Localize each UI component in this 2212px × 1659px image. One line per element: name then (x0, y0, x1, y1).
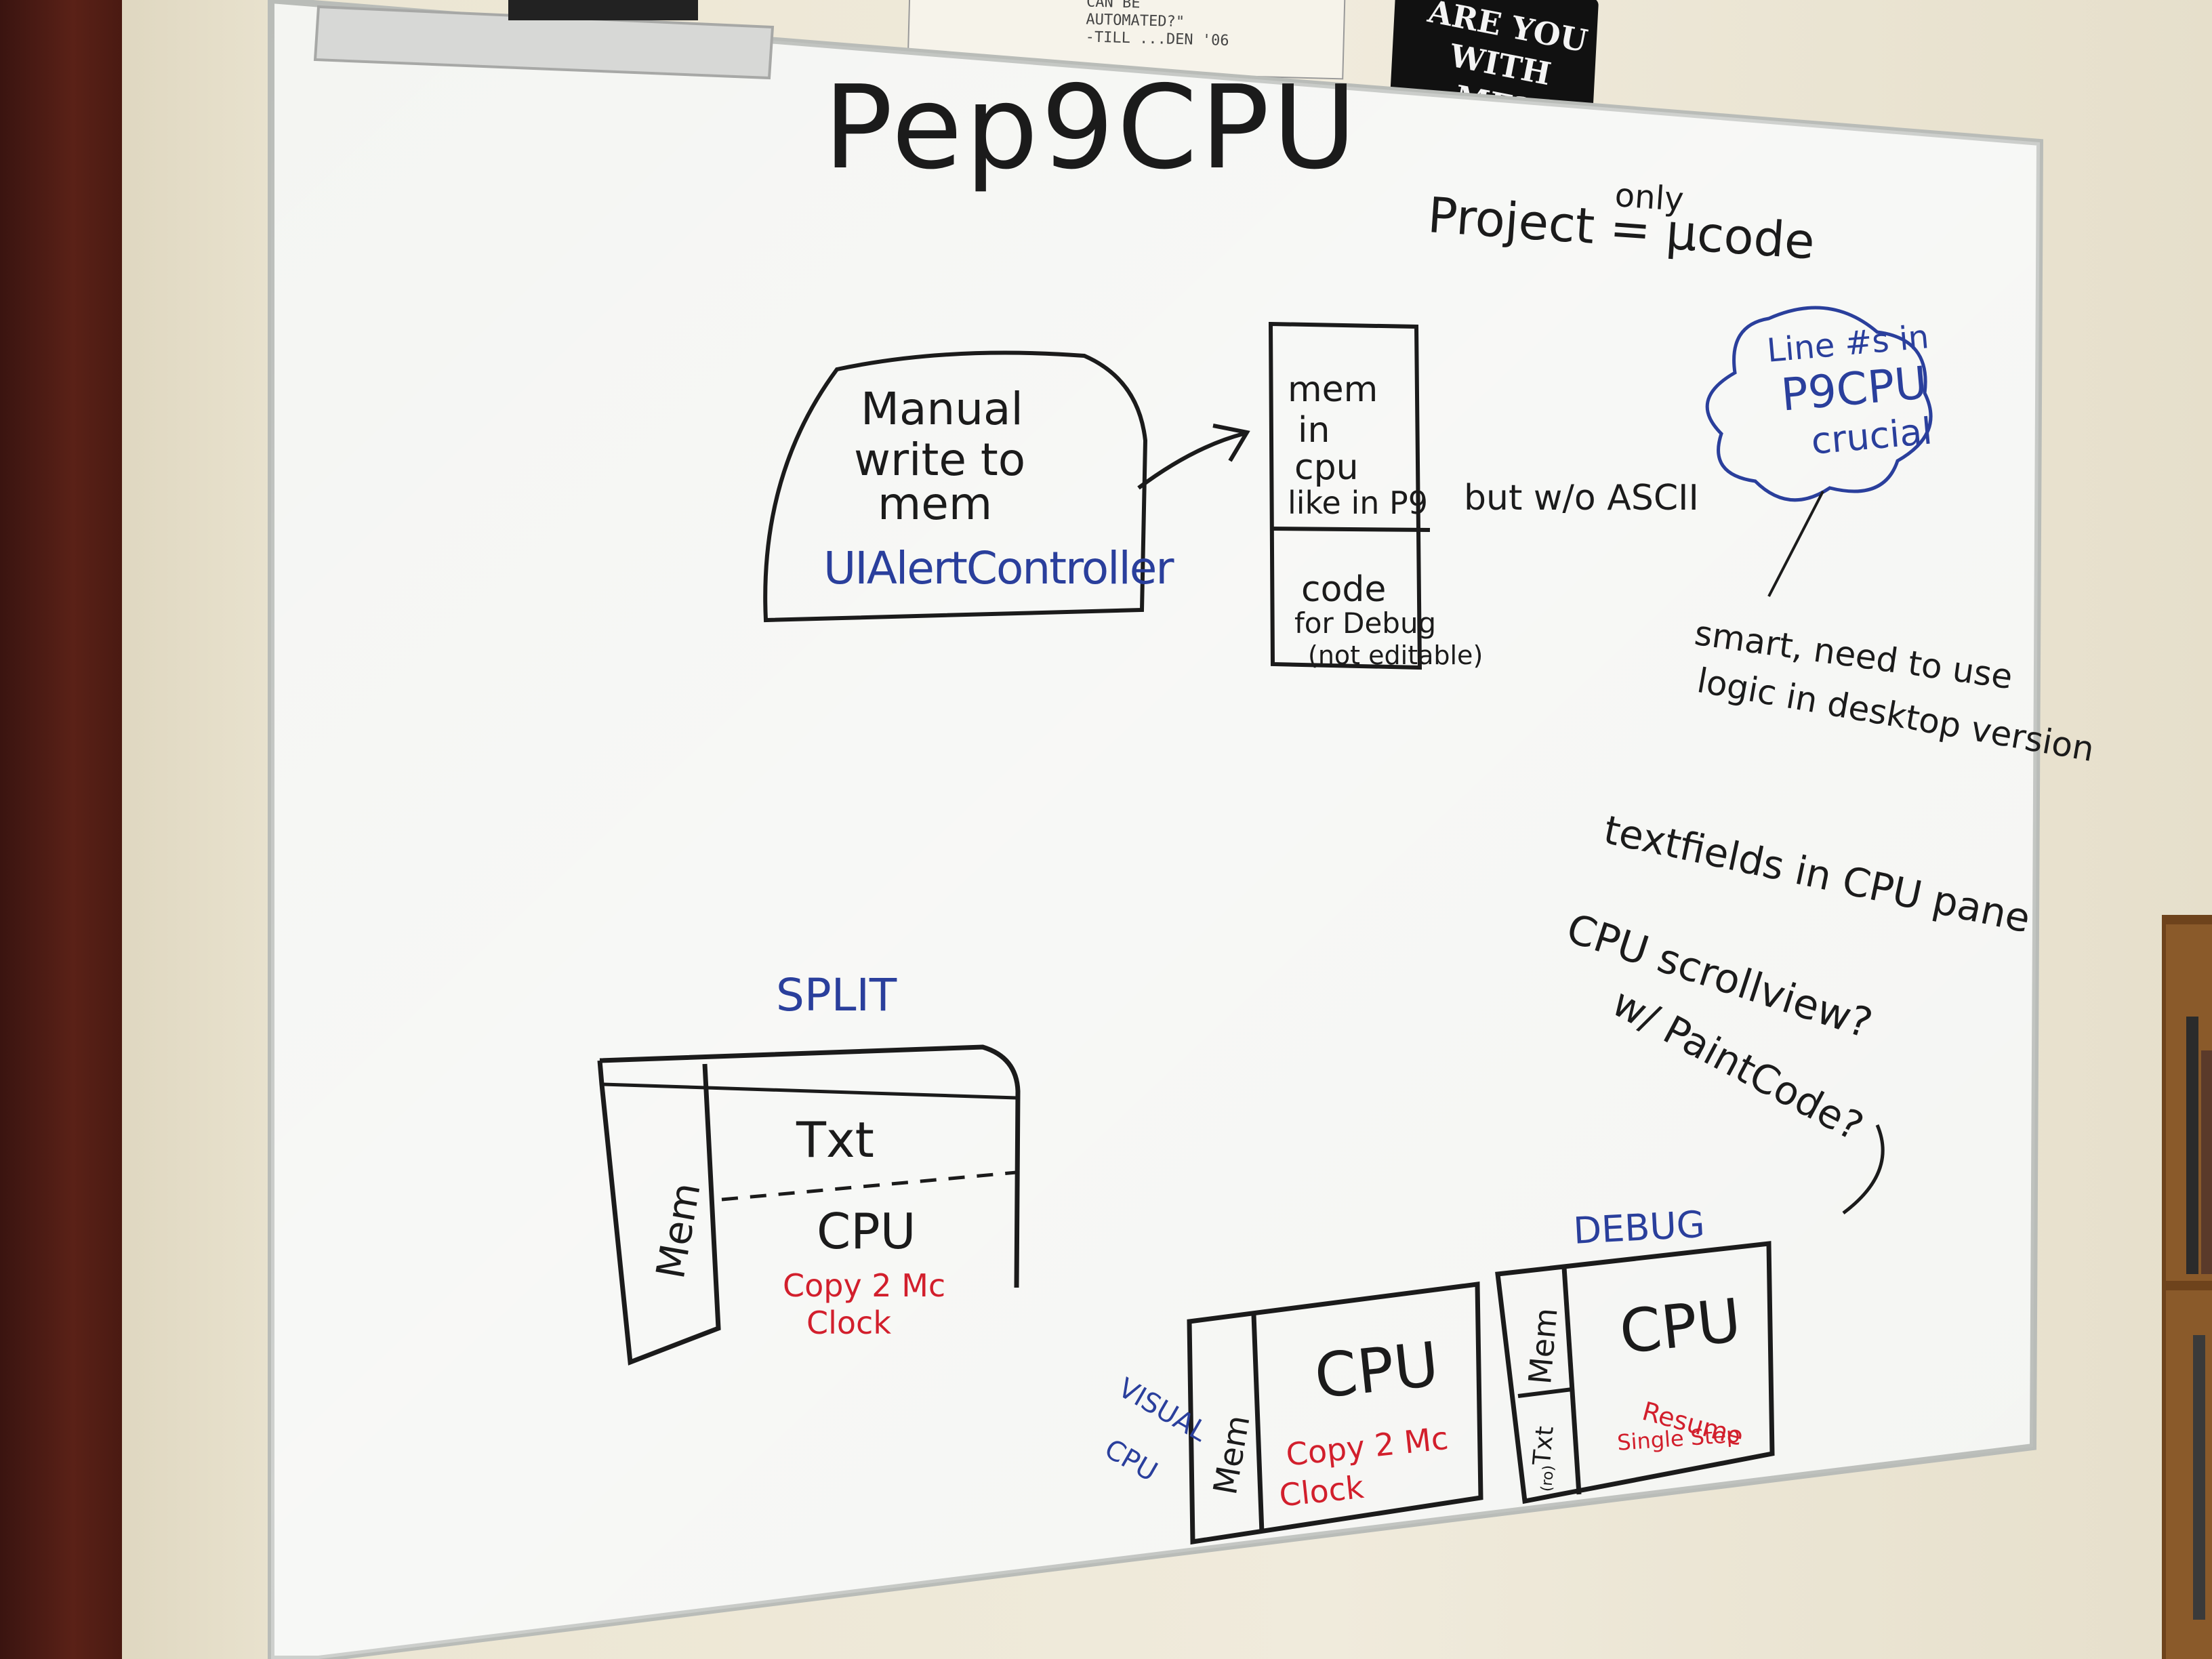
door-frame (0, 0, 122, 1659)
split-title-bar (602, 1082, 1017, 1100)
thought-cloud (1705, 306, 1933, 502)
ui-alert-controller-text: UIAlertController (823, 542, 1174, 594)
mem-line-2: in (1298, 410, 1330, 451)
debug-txt-divider (1517, 1387, 1573, 1398)
memory-column-divider (1271, 527, 1431, 532)
debug-divider (1561, 1267, 1582, 1495)
project-note-only: only (1614, 176, 1685, 219)
cloud-pointer-line (1767, 491, 1824, 597)
debug-cpu-label: CPU (1616, 1285, 1744, 1368)
split-mem-panel (597, 1060, 721, 1366)
split-dashed-divider (721, 1170, 1017, 1202)
visual-cpu-frame (1187, 1282, 1483, 1545)
code-line-2: for Debug (1294, 607, 1437, 640)
debug-mem-label: Mem (1521, 1306, 1565, 1386)
bracket-stroke (1842, 1124, 1885, 1214)
code-line-1: code (1301, 569, 1387, 610)
split-frame-top-right (599, 1044, 1021, 1288)
split-cpu-label: CPU (817, 1203, 916, 1260)
mem-side-note: but w/o ASCII (1464, 478, 1699, 518)
manual-line-1: Manual (861, 383, 1023, 435)
mem-line-4: like in P9 (1288, 485, 1429, 521)
visual-cpu-divider (1251, 1314, 1265, 1534)
arrow-head-icon (1212, 424, 1250, 462)
debug-label: DEBUG (1572, 1202, 1706, 1252)
shelf-plank (2166, 915, 2212, 924)
mem-line-3: cpu (1294, 447, 1359, 488)
manual-line-2: write to (854, 434, 1026, 486)
book (2201, 1050, 2212, 1274)
arrow-line (1137, 432, 1244, 490)
split-label: SPLIT (776, 969, 897, 1021)
book (2193, 1335, 2205, 1620)
manual-write-box (763, 350, 1148, 623)
board-title: Pep9CPU (823, 61, 1359, 195)
split-copy-label: Copy 2 Mc (783, 1267, 946, 1304)
split-clock-label: Clock (806, 1305, 891, 1341)
visual-cpu-label: CPU (1311, 1328, 1442, 1413)
debug-frame (1495, 1241, 1775, 1504)
debug-txt-sub-label: (ro) (1538, 1464, 1558, 1493)
eraser (508, 0, 698, 20)
book (2186, 1017, 2198, 1274)
mem-line-1: mem (1288, 369, 1378, 410)
memory-column-box (1268, 321, 1422, 670)
code-line-3: (not editable) (1308, 640, 1483, 670)
shelf-plank (2166, 1281, 2212, 1290)
split-txt-label: Txt (796, 1111, 874, 1168)
bookshelf (2162, 915, 2212, 1659)
manual-line-3: mem (878, 478, 993, 530)
debug-txt-label: Txt (1528, 1425, 1559, 1467)
